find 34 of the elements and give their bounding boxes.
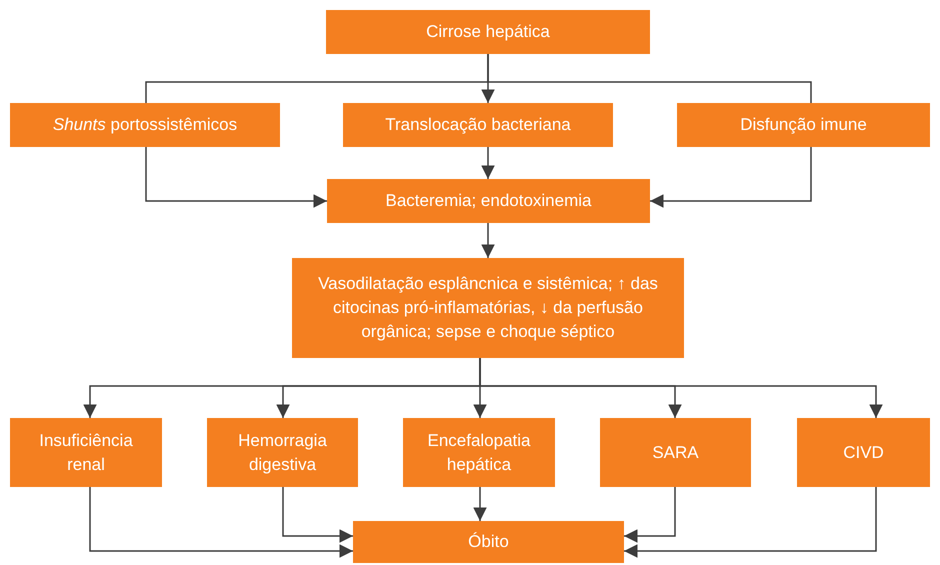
process-box [10,418,162,487]
arrow [479,358,883,418]
box-label: Hemorragia digestiva [237,430,328,476]
arrow [145,147,327,208]
box-label: CIVD [843,442,884,464]
process-box [326,10,650,54]
arrow [89,487,353,558]
process-box [403,418,555,487]
arrow [650,147,812,208]
arrow [473,487,487,521]
box-label: Vasodilatação esplâncnica e sistêmica; ↑ das citocinas pró-inflamatórias, ↓ da perfusão orgânica; sepse e choque séptico [317,273,659,343]
arrow [282,487,353,543]
process-box [353,521,624,563]
process-box [797,418,930,487]
box-label: Bacteremia; endotoxinemia [385,190,592,212]
process-box [343,103,613,147]
arrow [624,487,676,543]
arrow [481,147,495,179]
arrow [481,223,495,258]
arrow [624,487,877,558]
box-label: Cirrose hepática [426,21,550,44]
process-box [327,179,650,223]
box-label: Disfunção imune [740,114,867,136]
process-box [292,258,684,358]
process-box [10,103,280,147]
box-label: SARA [652,442,699,464]
box-label: Translocação bacteriana [385,114,571,136]
process-box [207,418,358,487]
box-label: Encefalopatia hepática [426,430,532,476]
box-label: Óbito [468,531,509,554]
process-box [600,418,751,487]
box-label: Insuficiência renal [38,430,134,476]
box-label: Shunts portossistêmicos [52,114,238,136]
process-box [677,103,930,147]
